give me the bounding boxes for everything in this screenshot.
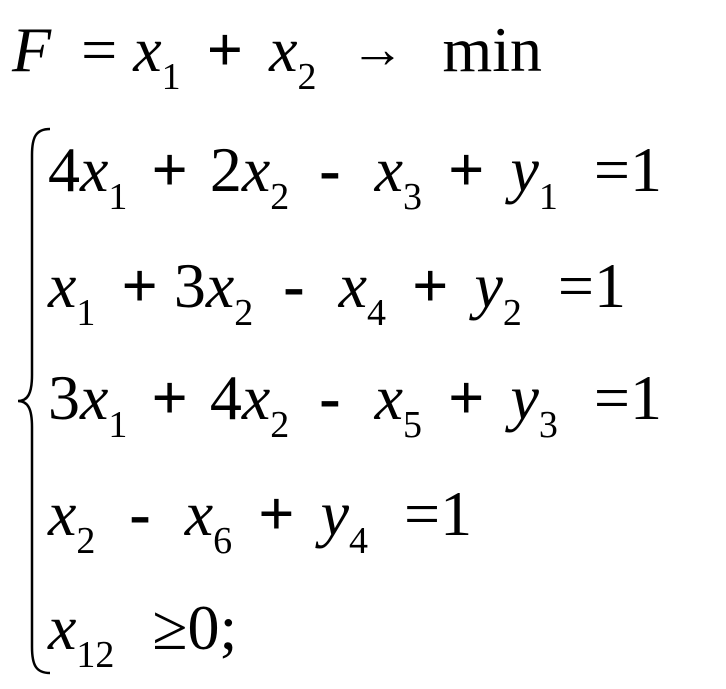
constraint-row-4: x2 - x6 + y4 =1 [48, 478, 473, 561]
rhs-value: 1 [593, 250, 626, 321]
x-variable: x [374, 134, 403, 205]
subscript: 1 [108, 404, 128, 446]
y-variable: y [510, 134, 539, 205]
plus-sign: + [121, 250, 158, 321]
x-variable: x [205, 250, 235, 321]
coefficient: 4 [209, 362, 242, 433]
left-brace-icon [17, 127, 51, 675]
right-arrow-icon: → [350, 19, 405, 79]
minus-sign: - [129, 478, 151, 549]
plus-sign: + [448, 362, 485, 433]
x-variable: x [48, 250, 77, 321]
subscript: 3 [538, 404, 558, 446]
subscript: 1 [76, 292, 96, 334]
subscript: 2 [502, 292, 522, 334]
subscript: 1 [108, 176, 128, 218]
x-variable: x [269, 14, 298, 85]
subscript: 2 [76, 520, 96, 562]
minus-sign: - [319, 362, 341, 433]
equals-sign: = [593, 134, 630, 205]
equals-sign: = [404, 478, 441, 549]
x-variable: x [48, 592, 77, 663]
rhs-value: 1 [629, 134, 662, 205]
subscript: 1 [161, 56, 181, 98]
y-variable: y [474, 250, 503, 321]
plus-sign: + [151, 362, 188, 433]
rhs-value: 1 [629, 362, 662, 433]
y-variable: y [510, 362, 539, 433]
coefficient: 3 [173, 250, 206, 321]
subscript: 4 [349, 520, 368, 562]
plus-sign: + [151, 134, 188, 205]
rhs-value: 0; [187, 592, 238, 663]
subscript: 2 [234, 292, 254, 334]
objective-function: F = x1 + x2 → min [12, 14, 543, 97]
minus-sign: - [319, 134, 341, 205]
minus-sign: - [283, 250, 305, 321]
x-variable: x [184, 478, 214, 549]
plus-sign: + [412, 250, 449, 321]
constraint-row-2: x1 + 3x2 - x4 + y2 =1 [48, 250, 626, 333]
equals-sign: = [81, 14, 118, 85]
subscript: 2 [270, 176, 290, 218]
subscript: 2 [297, 56, 317, 98]
plus-sign: + [258, 478, 295, 549]
plus-sign: + [448, 134, 485, 205]
subscript: 1 [538, 176, 558, 218]
coefficient: 4 [48, 134, 80, 205]
x-variable: x [338, 250, 367, 321]
x-variable: x [48, 478, 77, 549]
plus-sign: + [206, 14, 244, 85]
equals-sign: = [593, 362, 630, 433]
equals-sign: = [557, 250, 594, 321]
subscript: 3 [403, 176, 422, 218]
x-variable: x [241, 134, 271, 205]
x-variable: x [241, 362, 271, 433]
y-variable: y [320, 478, 349, 549]
x-variable: x [80, 362, 109, 433]
greater-equal-sign: ≥ [152, 592, 188, 663]
constraint-row-3: 3x1 + 4x2 - x5 + y3 =1 [48, 362, 662, 445]
x-variable: x [80, 134, 109, 205]
rhs-value: 1 [440, 478, 473, 549]
constraint-row-1: 4x1 + 2x2 - x3 + y1 =1 [48, 134, 662, 217]
subscript: 4 [367, 292, 386, 334]
x-variable: x [374, 362, 403, 433]
x-variable: x [133, 14, 162, 85]
min-label: min [442, 14, 543, 85]
coefficient: 2 [209, 134, 242, 205]
coefficient: 3 [48, 362, 80, 433]
subscript: 6 [213, 520, 233, 562]
F-symbol: F [12, 14, 52, 85]
subscript: 5 [403, 404, 422, 446]
subscript: 12 [76, 634, 115, 676]
constraint-row-5: x12 ≥0; [48, 592, 238, 675]
subscript: 2 [270, 404, 290, 446]
